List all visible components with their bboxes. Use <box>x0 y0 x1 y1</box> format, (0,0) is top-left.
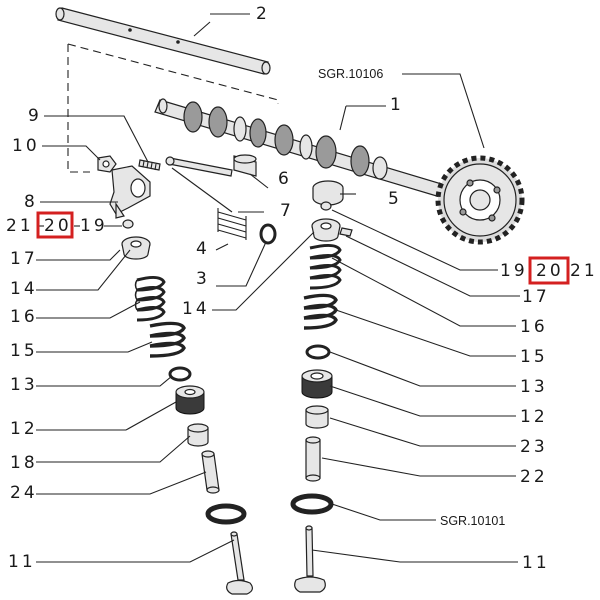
left-spring-seat <box>168 366 192 382</box>
adjusting-screw <box>138 159 161 171</box>
left-guide-cap <box>187 423 209 447</box>
callout-left-13: 13 <box>10 375 38 395</box>
callout-4: 4 <box>196 239 210 259</box>
small-spring <box>217 208 247 240</box>
right-inner-spring <box>303 293 338 330</box>
callout-right-15: 15 <box>520 347 548 367</box>
callout-right-23: 23 <box>520 437 548 457</box>
callout-left-24: 24 <box>10 483 38 503</box>
callout-10: 10 <box>12 136 40 156</box>
callout-right-16: 16 <box>520 317 548 337</box>
rocker-shaft <box>55 7 271 75</box>
callout-right-22: 22 <box>520 467 548 487</box>
callout-right-19: 19 <box>500 261 528 281</box>
right-retainer <box>311 218 353 242</box>
right-valve <box>294 525 326 593</box>
left-retainer <box>121 236 151 260</box>
right-valve-stem-seal <box>301 369 333 399</box>
leader-lines <box>36 13 520 563</box>
callout-5: 5 <box>388 189 402 209</box>
callout-left-20: 20 <box>44 216 72 236</box>
callout-right-20: 20 <box>536 261 564 281</box>
left-valve <box>226 531 253 595</box>
camshaft-timing-gear <box>435 155 525 245</box>
right-guide-cap <box>305 405 329 429</box>
adjuster-cap <box>233 154 257 177</box>
callout-3: 3 <box>196 269 210 289</box>
bucket-tappet <box>312 180 344 206</box>
sealing-ring <box>259 223 277 245</box>
callout-left-21: 21 <box>6 216 34 236</box>
right-spring-seat <box>305 344 331 360</box>
callout-1: 1 <box>390 95 404 115</box>
shaft-position-bracket <box>67 43 279 173</box>
callout-mid-14: 14 <box>182 299 210 319</box>
right-valve-guide <box>305 436 321 482</box>
camshaft <box>154 98 446 198</box>
rocker-arm <box>109 165 151 219</box>
callout-7: 7 <box>280 201 294 221</box>
callout-left-15: 15 <box>10 341 38 361</box>
left-outer-spring <box>134 275 166 322</box>
callout-left-19: 19 <box>80 216 108 236</box>
callout-2: 2 <box>256 4 270 24</box>
highlight-box-right-20 <box>528 256 570 285</box>
right-valve-seat-ring <box>290 493 334 515</box>
left-inner-spring <box>149 321 186 358</box>
callout-left-16: 16 <box>10 307 38 327</box>
callout-left-12: 12 <box>10 419 38 439</box>
right-cotters-small <box>320 201 332 211</box>
left-valve-guide <box>201 450 220 494</box>
left-cotters-small <box>122 219 134 229</box>
reference-sgr-10106: SGR.10106 <box>318 67 383 81</box>
left-valve-seat-ring <box>205 503 247 525</box>
callout-right-12: 12 <box>520 407 548 427</box>
pushrod <box>165 156 233 177</box>
callout-left-17: 17 <box>10 249 38 269</box>
highlight-box-left-20 <box>36 211 74 239</box>
callout-left-11: 11 <box>8 552 36 572</box>
callout-8: 8 <box>24 192 38 212</box>
left-valve-stem-seal <box>175 385 205 415</box>
callout-right-11: 11 <box>522 553 550 573</box>
callout-6: 6 <box>278 169 292 189</box>
callout-right-17: 17 <box>522 287 550 307</box>
right-outer-spring <box>309 243 342 290</box>
callout-right-21: 21 <box>570 261 598 281</box>
lock-nut <box>97 155 117 173</box>
callout-9: 9 <box>28 106 42 126</box>
callout-left-18: 18 <box>10 453 38 473</box>
reference-sgr-10101: SGR.10101 <box>440 514 505 528</box>
callout-right-13: 13 <box>520 377 548 397</box>
callout-left-14: 14 <box>10 279 38 299</box>
